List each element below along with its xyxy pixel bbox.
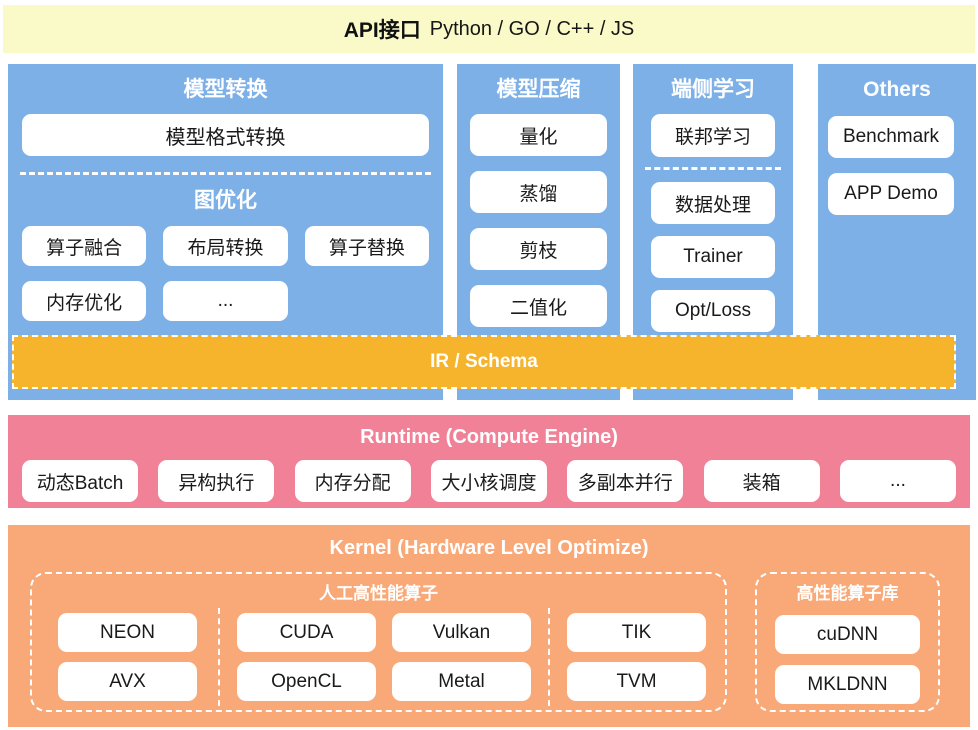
box-tvm: TVM [567,662,706,701]
api-banner-title: API接口 [343,19,421,42]
box-memory-allocation: 内存分配 [294,460,411,502]
gpu-ops-column-2: Vulkan Metal [392,613,531,701]
box-heterogeneous-execution: 异构执行 [158,460,275,502]
box-data-processing: 数据处理 [651,182,775,224]
box-binarization: 二值化 [470,285,607,327]
box-tik: TIK [567,613,706,652]
npu-ops-column: TIK TVM [567,613,706,701]
manual-ops-group-title: 人工高性能算子 [319,584,438,603]
api-banner-languages: Python / GO / C++ / JS [429,17,635,40]
box-federated-learning: 联邦学习 [651,114,775,157]
api-banner: API接口 Python / GO / C++ / JS [3,5,975,53]
box-pruning: 剪枝 [470,228,607,270]
box-runtime-ellipsis: ... [839,460,956,502]
box-dynamic-batch: 动态Batch [22,460,138,502]
runtime-title: Runtime (Compute Engine) [360,426,618,448]
box-operator-replacement: 算子替换 [304,226,429,266]
runtime-row: 动态Batch 异构执行 内存分配 大小核调度 多副本并行 装箱 ... [8,460,970,502]
cpu-ops-column: NEON AVX [58,613,197,701]
ir-schema-label: IR / Schema [430,351,538,372]
kernel-title: Kernel (Hardware Level Optimize) [329,537,649,559]
subtitle-graph-optimization: 图优化 [194,189,257,212]
dashed-vertical-divider [218,608,220,706]
box-distillation: 蒸馏 [470,171,607,213]
box-model-format-conversion: 模型格式转换 [22,114,429,156]
box-layout-conversion: 布局转换 [163,226,288,266]
box-cudnn: cuDNN [775,615,920,654]
panel-title-device-learning: 端侧学习 [671,78,755,101]
box-mkldnn: MKLDNN [775,665,920,704]
box-multi-replica-parallel: 多副本并行 [567,460,684,502]
box-vulkan: Vulkan [392,613,531,652]
box-opencl: OpenCL [237,662,376,701]
box-graph-opt-ellipsis: ... [163,281,288,321]
dashed-separator [20,172,431,175]
box-cuda: CUDA [237,613,376,652]
high-perf-op-libs-group: 高性能算子库 cuDNN MKLDNN [755,572,940,712]
op-libs-group-title: 高性能算子库 [796,584,899,603]
box-app-demo: APP Demo [828,173,954,215]
panel-title-others: Others [863,78,931,101]
box-quantization: 量化 [470,114,607,156]
graph-optimization-grid: 算子融合 布局转换 算子替换 内存优化 ... [22,226,429,321]
dashed-vertical-divider [548,608,550,706]
panel-title-model-conversion: 模型转换 [183,78,268,101]
ir-schema-bar: IR / Schema [12,335,956,389]
box-opt-loss: Opt/Loss [651,290,775,332]
box-benchmark: Benchmark [828,116,954,158]
manual-high-perf-ops-group: 人工高性能算子 NEON AVX CUDA OpenCL Vulkan Meta… [30,572,727,712]
box-neon: NEON [58,613,197,652]
box-operator-fusion: 算子融合 [22,226,147,266]
box-avx: AVX [58,662,197,701]
box-packing: 装箱 [703,460,820,502]
box-big-little-core-scheduling: 大小核调度 [430,460,547,502]
box-memory-optimization: 内存优化 [22,281,147,321]
box-trainer: Trainer [651,236,775,278]
box-metal: Metal [392,662,531,701]
runtime-section: Runtime (Compute Engine) 动态Batch 异构执行 内存… [8,415,970,508]
gpu-ops-column-1: CUDA OpenCL [237,613,376,701]
kernel-section: Kernel (Hardware Level Optimize) 人工高性能算子… [8,525,970,727]
panel-title-model-compression: 模型压缩 [496,78,581,101]
dashed-separator [645,167,781,170]
